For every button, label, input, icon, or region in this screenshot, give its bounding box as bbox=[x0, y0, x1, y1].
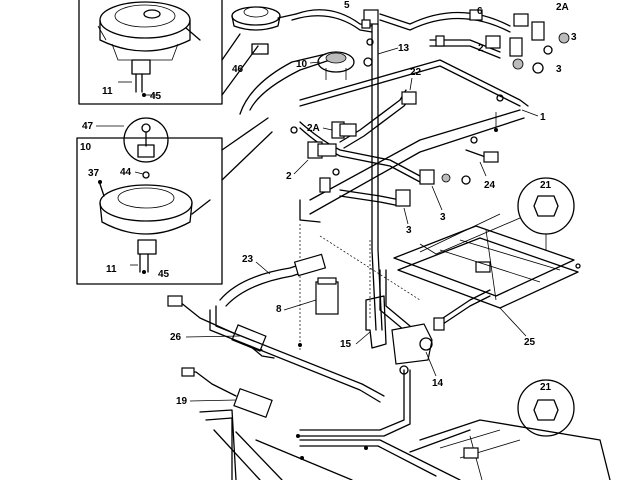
burner-grate-lower bbox=[409, 419, 611, 480]
label-23: 23 bbox=[242, 254, 254, 265]
label-3-right: 3 bbox=[556, 64, 562, 75]
label-45-low: 45 bbox=[158, 269, 170, 280]
label-10-box: 10 bbox=[80, 142, 92, 153]
label-21-top: 21 bbox=[540, 180, 552, 191]
burner-detail-box-top bbox=[78, 0, 223, 105]
label-45-top: 45 bbox=[150, 91, 162, 102]
label-26: 26 bbox=[170, 332, 182, 343]
label-2a-top: 2A bbox=[556, 2, 569, 13]
label-10-top: 10 bbox=[296, 59, 308, 70]
label-19: 19 bbox=[176, 396, 188, 407]
burner-detail-box-low bbox=[76, 117, 223, 285]
label-8: 8 bbox=[276, 304, 282, 315]
manifold-pipes bbox=[239, 9, 529, 480]
bracket-46 bbox=[251, 43, 269, 55]
burner-grate-25 bbox=[393, 213, 581, 309]
burner-cap-21-top bbox=[517, 177, 575, 250]
valve-hardware bbox=[167, 9, 570, 480]
label-47: 47 bbox=[82, 121, 94, 132]
label-3-low: 3 bbox=[406, 225, 412, 236]
label-22: 22 bbox=[410, 67, 422, 78]
label-2-mid: 2 bbox=[286, 171, 292, 182]
top-burner-cap bbox=[231, 6, 297, 31]
label-14: 14 bbox=[432, 378, 444, 389]
label-44: 44 bbox=[120, 167, 132, 178]
label-11-low: 11 bbox=[106, 264, 117, 275]
label-5: 5 bbox=[344, 0, 350, 11]
label-24: 24 bbox=[484, 180, 496, 191]
label-21-bottom: 21 bbox=[540, 382, 552, 393]
label-15: 15 bbox=[340, 339, 352, 350]
label-2a-mid: 2A bbox=[307, 123, 320, 134]
label-3-top: 3 bbox=[571, 32, 577, 43]
label-6: 6 bbox=[477, 6, 483, 17]
label-46: 46 bbox=[232, 64, 244, 75]
burner-cap-21-bottom bbox=[517, 379, 575, 437]
label-13: 13 bbox=[398, 43, 410, 54]
label-2-top: 2 bbox=[478, 43, 484, 54]
label-37: 37 bbox=[88, 168, 100, 179]
label-3-mid: 3 bbox=[440, 212, 446, 223]
label-1: 1 bbox=[540, 112, 546, 123]
label-11-top: 11 bbox=[102, 86, 113, 97]
label-25: 25 bbox=[524, 337, 536, 348]
